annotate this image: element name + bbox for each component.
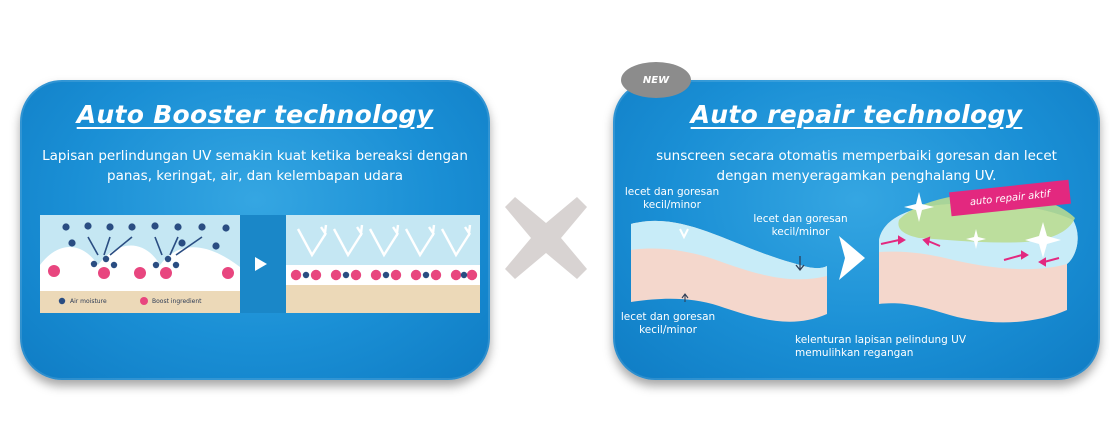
air-moisture-dots <box>62 222 230 269</box>
auto-repair-description: sunscreen secara otomatis memperbaiki go… <box>656 148 1057 184</box>
label-top-left: lecet dan goresan kecil/minor <box>624 186 720 211</box>
auto-booster-illustration: Air moisture Boost ingredient <box>40 215 480 313</box>
transition-arrow-icon <box>255 257 267 271</box>
cross-icon <box>505 197 587 279</box>
auto-repair-panel: Auto repair technology sunscreen secara … <box>613 80 1100 380</box>
auto-booster-title: Auto Booster technology <box>76 100 434 129</box>
auto-booster-description: Lapisan perlindungan UV semakin kuat ket… <box>42 148 468 184</box>
after-boost-dots <box>290 269 478 281</box>
label-middle: lecet dan goresan kecil/minor <box>753 213 848 238</box>
before-skin-layer <box>40 287 240 313</box>
boost-ingredient-legend-label: Boost ingredient <box>152 298 202 305</box>
air-moisture-legend-dot <box>58 297 66 305</box>
scratch-arrow-top <box>679 228 689 240</box>
uv-reflection-arrows <box>296 224 472 258</box>
boost-ingredient-legend-dot <box>140 297 148 305</box>
converging-arrows <box>87 236 203 256</box>
booster-diagram: Air moisture Boost ingredient <box>40 215 480 313</box>
label-bottom-right: kelenturan lapisan pelindung UV memulihk… <box>795 334 967 359</box>
sparkle-icons <box>904 192 1061 258</box>
repair-transition-arrow-icon <box>839 236 865 280</box>
after-skin-layer <box>286 285 480 313</box>
auto-booster-panel: Auto Booster technology Lapisan perlindu… <box>20 80 490 380</box>
auto-repair-illustration <box>631 192 1078 323</box>
label-bottom-left: lecet dan goresan kecil/minor <box>620 311 716 336</box>
damaged-uv-layer <box>631 220 827 280</box>
new-badge: NEW <box>621 62 691 98</box>
repair-flow-arrows <box>880 235 1060 267</box>
auto-repair-title: Auto repair technology <box>690 100 1023 129</box>
air-moisture-legend-label: Air moisture <box>70 298 107 305</box>
boost-ingredient-dots <box>48 265 234 279</box>
